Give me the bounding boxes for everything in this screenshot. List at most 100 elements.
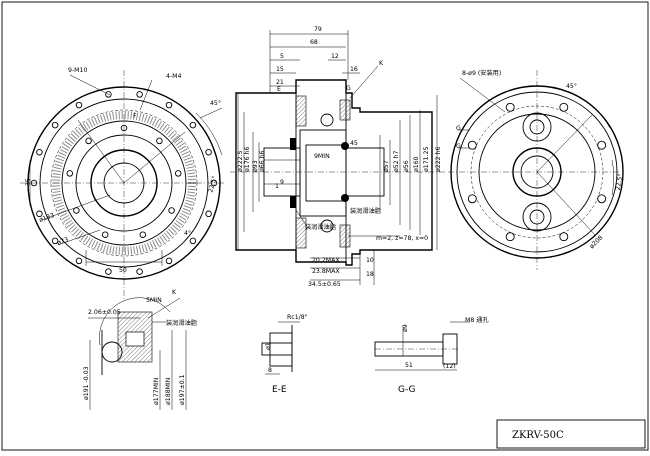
section-dia-66: ø66 h6 bbox=[259, 150, 266, 172]
front-label-angle-a: 45° bbox=[210, 99, 221, 107]
gg-dim-51: 51 bbox=[405, 362, 413, 369]
front-label-holes-outer: 9-M10 bbox=[68, 67, 87, 74]
rear-ref-g2: G bbox=[456, 143, 461, 150]
section-dim-16: 16 bbox=[350, 66, 358, 73]
front-label-angle-c: 4° bbox=[184, 229, 191, 237]
rear-label-angle-b: 22.5° bbox=[614, 173, 625, 191]
bolt-hole bbox=[73, 207, 80, 214]
front-ref-f: F bbox=[133, 113, 137, 120]
front-dim-50: 50 bbox=[119, 267, 127, 274]
ee-dia-1: ø1 bbox=[265, 342, 272, 350]
section-dia-176: ø176 h6 bbox=[244, 147, 251, 172]
front-view: 9-M10 4-M4 45° 22.5° 4° 35 50 ø133 ø73 F bbox=[20, 67, 225, 300]
front-dia-133: ø133 bbox=[38, 212, 55, 224]
bolt-hole bbox=[559, 232, 569, 242]
bolt-hole bbox=[505, 102, 515, 112]
front-label-holes-inner: 4-M4 bbox=[166, 73, 182, 80]
bolt-hole bbox=[156, 137, 163, 145]
bolt-hole bbox=[597, 194, 607, 204]
section-dia-222-h6: ø222 h6 bbox=[435, 147, 442, 172]
section-ref-e: E bbox=[277, 86, 281, 93]
section-dim-18: 18 bbox=[366, 271, 374, 278]
section-dia-52: ø52 h7 bbox=[393, 150, 400, 172]
bolt-hole bbox=[36, 210, 43, 218]
section-e-e: Rc1/8" 8 ø1 E-E bbox=[261, 314, 308, 395]
rear-view: 8-ø9 (安装用) 45° 22.5° ø208 G G bbox=[448, 69, 624, 270]
bolt-hole bbox=[30, 179, 38, 187]
bolt-hole bbox=[120, 124, 128, 132]
gg-thread: M8 通孔 bbox=[465, 316, 489, 324]
bolt-hole bbox=[165, 101, 173, 109]
bolt-hole bbox=[139, 231, 147, 238]
bolt-hole bbox=[168, 207, 175, 214]
gg-dim-12: (12) bbox=[443, 363, 456, 370]
bolt-hole bbox=[189, 121, 197, 129]
section-note-left: 装润滑油脂 bbox=[305, 223, 336, 231]
section-max-20-2: 20.2MAX bbox=[312, 257, 340, 264]
bolt-hole bbox=[66, 170, 74, 177]
detail-note: 装润滑油脂 bbox=[166, 319, 197, 327]
section-dia-93: ø93 bbox=[252, 160, 259, 172]
bolt-hole bbox=[136, 268, 143, 275]
bolt-hole bbox=[105, 91, 112, 98]
section-dim-79: 79 bbox=[314, 26, 322, 33]
detail-k: 2.06±0.05 5MIN K 装润滑油脂 ø191 -0.03 ø177MI… bbox=[83, 289, 197, 410]
detail-dim-2-06: 2.06±0.05 bbox=[88, 309, 121, 316]
bolt-hole bbox=[205, 210, 212, 218]
bolt-hole bbox=[75, 101, 83, 109]
section-dia-222-5: ø222.5 bbox=[237, 150, 244, 172]
gg-dia-9: ø9 bbox=[402, 324, 409, 332]
rear-label-holes: 8-ø9 (安装用) bbox=[462, 69, 501, 77]
rear-dia-208: ø208 bbox=[588, 234, 604, 250]
section-dia-160: ø160 bbox=[413, 156, 420, 172]
title-block bbox=[496, 419, 646, 449]
ee-title: E-E bbox=[272, 385, 287, 395]
section-ref-g: G bbox=[346, 85, 351, 92]
bolt-hole bbox=[174, 170, 182, 177]
section-ref-k: K bbox=[379, 60, 384, 67]
bolt-hole bbox=[505, 232, 515, 242]
bolt-hole bbox=[105, 268, 112, 275]
rear-label-angle: 45° bbox=[566, 82, 577, 90]
detail-ref-k: K bbox=[172, 289, 177, 296]
section-dim-5: 5 bbox=[280, 53, 284, 60]
bolt-hole bbox=[75, 257, 83, 265]
detail-dia-188: ø188MIN bbox=[165, 377, 172, 405]
detail-min-5: 5MIN bbox=[146, 297, 162, 304]
bolt-hole bbox=[559, 102, 569, 112]
bolt-hole bbox=[51, 121, 59, 129]
gg-title: G-G bbox=[398, 385, 416, 395]
section-note-right: 装润滑油脂 bbox=[350, 207, 381, 215]
section-view: 79 68 5 12 15 21 16 K E G 45 9MIN ø222.5… bbox=[230, 26, 445, 288]
bolt-hole bbox=[101, 231, 109, 238]
section-dia-57: ø57 bbox=[383, 160, 390, 172]
detail-dia-191: ø191 -0.03 bbox=[83, 366, 90, 400]
section-dia-56: ø56 bbox=[403, 160, 410, 172]
front-dia-73: ø73 bbox=[56, 236, 69, 247]
section-max-23-8: 23.8MAX bbox=[312, 268, 340, 275]
section-dim-12: 12 bbox=[331, 53, 339, 60]
section-dim-15: 15 bbox=[276, 66, 284, 73]
ee-dim-8: 8 bbox=[268, 367, 272, 374]
section-g-g: M8 通孔 ø9 51 (12) G-G bbox=[374, 316, 489, 395]
bolt-hole bbox=[467, 194, 477, 204]
section-gear-spec: m=2, z=78, x=0 bbox=[376, 235, 428, 242]
section-dim-10: 10 bbox=[366, 257, 374, 264]
section-dia-171-25: ø171.25 bbox=[423, 147, 430, 172]
section-dim-45: 45 bbox=[350, 140, 358, 147]
bolt-hole bbox=[597, 140, 607, 150]
bolt-hole bbox=[205, 148, 212, 156]
section-min-9: 9MIN bbox=[314, 153, 330, 160]
rear-ref-g1: G bbox=[456, 125, 461, 132]
bolt-hole bbox=[467, 140, 477, 150]
detail-dia-177: ø177MIN bbox=[153, 377, 160, 405]
section-dim-34-5: 34.5±0.65 bbox=[308, 281, 341, 288]
section-dim-1: 1 bbox=[275, 183, 279, 190]
section-dim-21: 21 bbox=[276, 79, 284, 86]
front-dim-35: 35 bbox=[25, 178, 32, 186]
model-title: ZKRV-50C bbox=[512, 430, 564, 441]
ee-thread: Rc1/8" bbox=[287, 314, 308, 321]
bolt-hole bbox=[189, 237, 197, 245]
